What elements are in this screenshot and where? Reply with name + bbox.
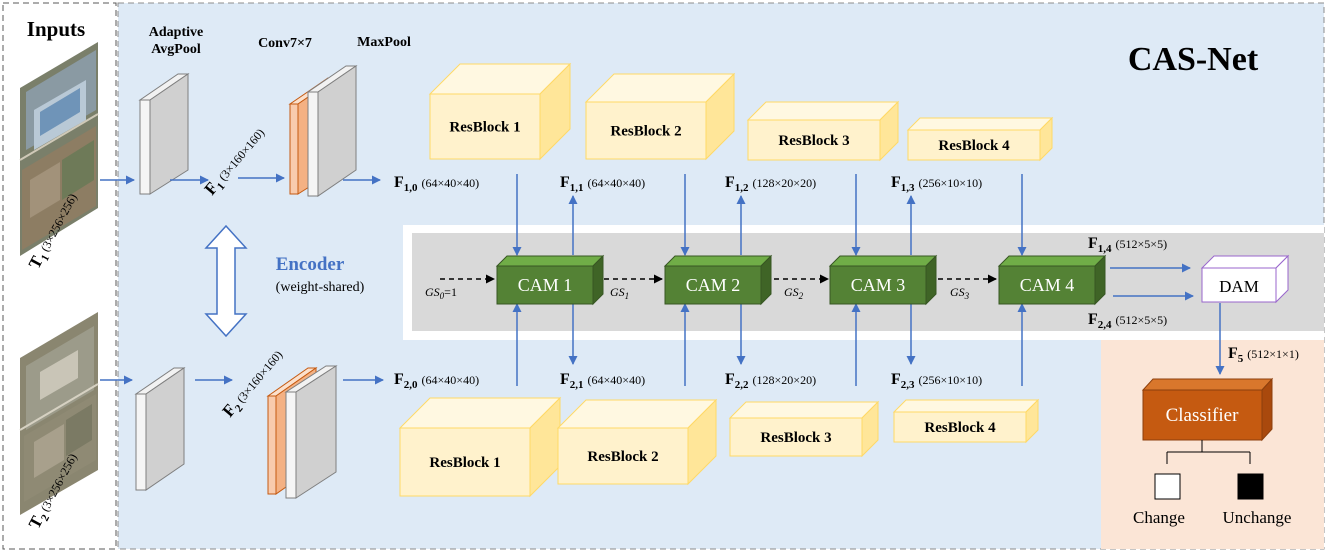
resblock-bottom-4: ResBlock 4	[892, 398, 1040, 444]
resblock-top-label-1: ResBlock 1	[449, 120, 520, 136]
stem-arrows	[100, 173, 384, 385]
encoder-double-arrow	[204, 224, 248, 338]
cam-block-1: CAM 1	[495, 254, 605, 306]
gs-label-0: GS0=1	[425, 285, 457, 301]
encoder-label: Encoder	[276, 254, 345, 275]
cam-block-2: CAM 2	[663, 254, 773, 306]
resblock-bottom-label-3: ResBlock 3	[760, 430, 831, 446]
input-image-t2	[19, 312, 99, 515]
classifier-label: Classifier	[1166, 405, 1239, 426]
resblock-top-4: ResBlock 4	[906, 116, 1054, 162]
feature-label-bottom-3: F2,3(256×10×10)	[891, 371, 982, 391]
diagram-title: CAS-Net	[1128, 41, 1259, 78]
conv-maxpool-top	[288, 65, 358, 197]
classifier-panel	[1101, 340, 1324, 549]
maxpool-label: MaxPool	[357, 35, 411, 50]
resblock-bottom-label-4: ResBlock 4	[924, 420, 996, 436]
feature-label-top-2: F1,2(128×20×20)	[725, 174, 816, 194]
resblock-top-1: ResBlock 1	[428, 62, 572, 161]
feature-label-bottom-0: F2,0(64×40×40)	[394, 371, 479, 391]
cam-label-4: CAM 4	[1020, 275, 1075, 295]
adaptive-avgpool-bottom	[134, 367, 186, 491]
resblock-top-label-2: ResBlock 2	[610, 124, 681, 140]
vertical-connectors	[512, 174, 1027, 386]
gs-label-2: GS2	[784, 285, 804, 301]
classifier-branches	[1166, 440, 1251, 464]
cam-label-1: CAM 1	[518, 275, 573, 295]
dam-label: DAM	[1219, 277, 1259, 296]
cam-label-3: CAM 3	[851, 275, 906, 295]
feature-label-bottom-1: F2,1(64×40×40)	[560, 371, 645, 391]
conv-maxpool-bottom	[266, 365, 338, 499]
resblock-bottom-label-2: ResBlock 2	[587, 449, 658, 465]
cam-block-4: CAM 4	[997, 254, 1107, 306]
change-label: Change	[1133, 508, 1185, 527]
feature-label-top-1: F1,1(64×40×40)	[560, 174, 645, 194]
feature-label-f5: F5(512×1×1)	[1228, 345, 1299, 365]
resblock-top-2: ResBlock 2	[584, 72, 736, 161]
resblock-bottom-3: ResBlock 3	[728, 400, 880, 458]
feature-label-top-4: F1,4(512×5×5)	[1088, 235, 1167, 255]
feature-label-top-3: F1,3(256×10×10)	[891, 174, 982, 194]
adaptive-avgpool-top	[138, 73, 190, 195]
cam-label-2: CAM 2	[686, 275, 741, 295]
feature-label-bottom-2: F2,2(128×20×20)	[725, 371, 816, 391]
resblock-top-label-4: ResBlock 4	[938, 138, 1010, 154]
input-image-t1	[19, 42, 99, 256]
resblock-top-label-3: ResBlock 3	[778, 133, 849, 149]
conv-label: Conv7×7	[258, 36, 312, 51]
adaptive-avgpool-label-2: AvgPool	[151, 42, 201, 57]
encoder-note: (weight-shared)	[276, 280, 365, 295]
resblock-bottom-1: ResBlock 1	[398, 396, 562, 498]
classifier-block	[1141, 377, 1274, 442]
adaptive-avgpool-label-1: Adaptive	[149, 25, 203, 40]
unchange-label: Unchange	[1223, 508, 1292, 527]
gs-label-1: GS1	[610, 285, 629, 301]
feature-label-bottom-4: F2,4(512×5×5)	[1088, 311, 1167, 331]
dam-block	[1200, 254, 1290, 304]
feature-label-top-0: F1,0(64×40×40)	[394, 174, 479, 194]
unchange-swatch	[1237, 473, 1264, 500]
resblock-top-3: ResBlock 3	[746, 100, 900, 162]
cam-block-3: CAM 3	[828, 254, 938, 306]
cam4-to-dam-arrows	[1110, 263, 1225, 375]
resblock-bottom-label-1: ResBlock 1	[429, 455, 500, 471]
resblock-bottom-2: ResBlock 2	[556, 398, 718, 486]
gs-label-3: GS3	[950, 285, 970, 301]
inputs-heading: Inputs	[27, 17, 85, 41]
change-swatch	[1154, 473, 1181, 500]
